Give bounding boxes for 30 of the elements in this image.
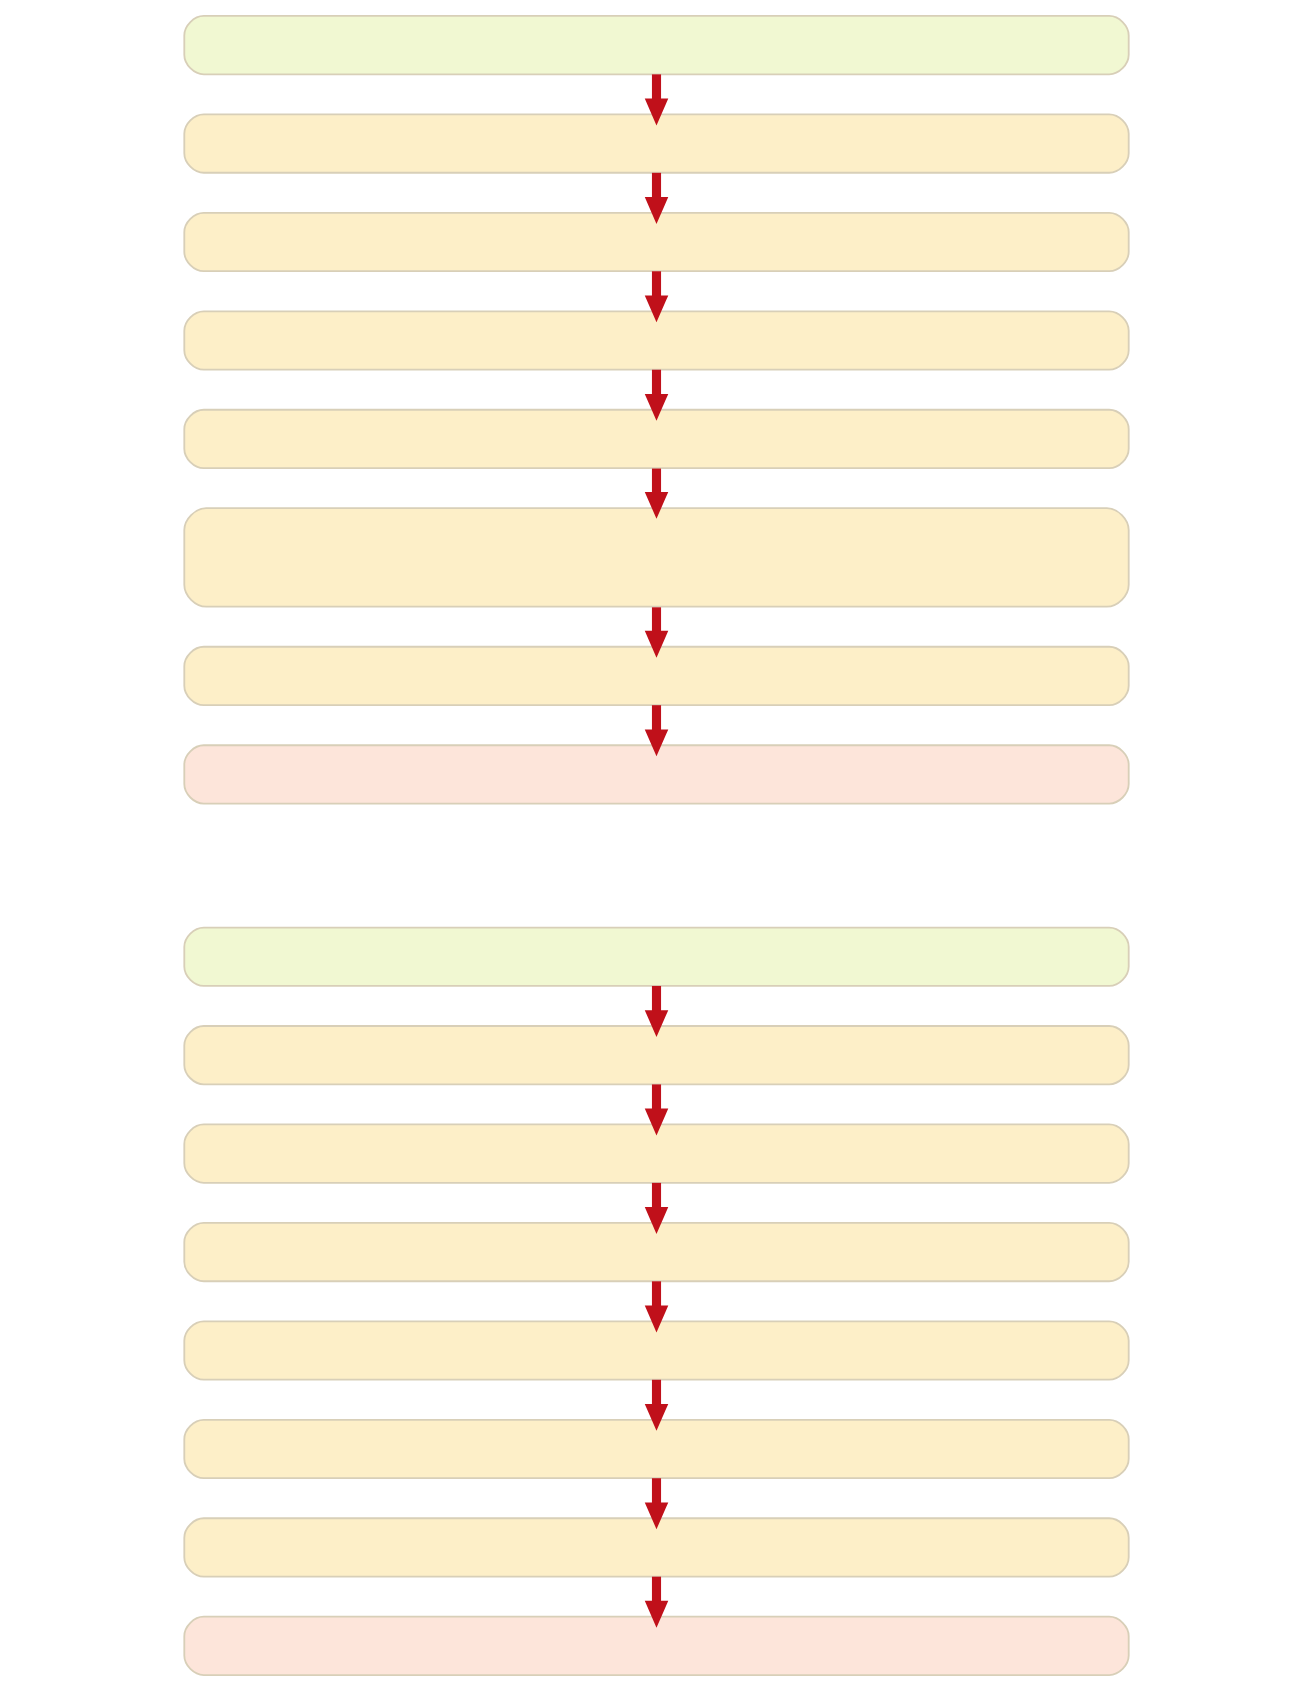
arrow [644,1281,668,1333]
node-box [182,113,1130,174]
node-box [182,1320,1130,1381]
node-box [182,1517,1130,1578]
node-box [182,1123,1130,1184]
node-box [182,1615,1130,1676]
node-box [182,310,1130,371]
node-box [182,211,1130,273]
arrow [644,369,668,421]
arrow [644,985,668,1037]
arrow [644,1084,668,1136]
arrow [644,1182,668,1234]
node-box [182,1025,1130,1086]
arrow [644,705,668,757]
node-box [182,408,1130,469]
node-box [182,1418,1130,1480]
arrow [644,607,668,658]
node-box [182,645,1130,706]
arrow [644,1576,668,1628]
node-box [182,744,1130,805]
arrow [644,172,668,224]
arrow [644,1478,668,1530]
node-box [182,15,1130,76]
arrow [644,271,668,323]
arrow [644,74,668,126]
arrow [644,1379,668,1431]
node-box [182,507,1130,608]
node-box [182,1222,1130,1283]
arrow [644,468,668,519]
node-box [182,926,1130,987]
